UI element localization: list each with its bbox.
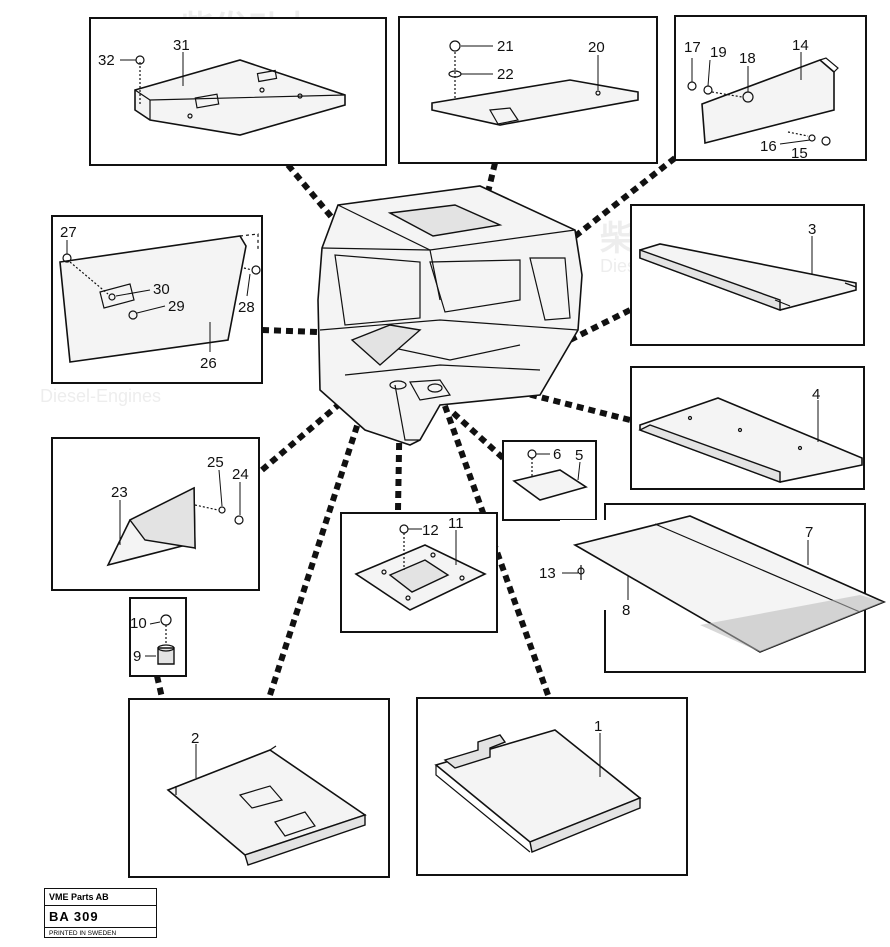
title-block: VME Parts AB BA 309 PRINTED IN SWEDEN: [44, 888, 157, 938]
box-floor-plate-31: 32 31: [89, 17, 387, 166]
connector-4: [519, 389, 631, 423]
callout-29: 29: [168, 298, 185, 315]
callout-13: 13: [539, 565, 556, 582]
callout-4: 4: [812, 386, 820, 403]
callout-24: 24: [232, 466, 249, 483]
box-floor-panel-1: 1: [416, 697, 688, 876]
cab-body: [317, 185, 583, 446]
callout-18: 18: [739, 50, 756, 67]
callout-10: 10: [130, 615, 147, 632]
callout-20: 20: [588, 39, 605, 56]
callout-3: 3: [808, 221, 816, 238]
callout-6: 6: [553, 446, 561, 463]
box-panel-4: 4: [630, 366, 865, 490]
callout-23: 23: [111, 484, 128, 501]
printed-note: PRINTED IN SWEDEN: [49, 930, 117, 937]
callout-14: 14: [792, 37, 809, 54]
callout-28: 28: [238, 299, 255, 316]
box-cover-plate-20: 21 22 20: [398, 16, 658, 164]
document-number: BA 309: [45, 906, 156, 928]
box-side-panel-26: 27 30 29 28 26: [51, 215, 263, 384]
callout-17: 17: [684, 39, 701, 56]
callout-21: 21: [497, 38, 514, 55]
connector-23: [260, 392, 352, 473]
callout-22: 22: [497, 66, 514, 83]
callout-16: 16: [760, 138, 777, 155]
callout-7: 7: [805, 524, 813, 541]
callout-8: 8: [622, 602, 630, 619]
box-fastener-9: 10 9: [129, 597, 187, 677]
connector-9: [154, 675, 169, 716]
box-side-panel-14: 17 19 18 14 16 15: [674, 15, 867, 162]
callout-1: 1: [594, 718, 602, 735]
company-name: VME Parts AB: [45, 889, 156, 906]
callout-2: 2: [191, 730, 199, 747]
callout-15: 15: [791, 145, 808, 162]
callout-12: 12: [422, 522, 439, 539]
callout-32: 32: [98, 52, 115, 69]
callout-25: 25: [207, 454, 224, 471]
connector-31: [285, 163, 408, 307]
connector-3: [528, 307, 632, 363]
callout-5: 5: [575, 447, 583, 464]
box-mat-7: 13 8 7: [539, 503, 887, 673]
connector-2: [267, 391, 371, 696]
watermark-sub: Diesel-Engines: [40, 386, 161, 406]
box-bracket-23: 25 24 23: [51, 437, 260, 591]
callout-19: 19: [710, 44, 727, 61]
callout-30: 30: [153, 281, 170, 298]
callout-31: 31: [173, 37, 190, 54]
callout-27: 27: [60, 224, 77, 241]
callout-26: 26: [200, 355, 217, 372]
box-plate-5: 6 5: [502, 440, 597, 521]
box-frame-11: 12 11: [340, 512, 498, 633]
box-floor-panel-2: 2: [128, 698, 390, 878]
box-panel-3: 3: [630, 204, 865, 346]
callout-11: 11: [448, 515, 464, 532]
callout-9: 9: [133, 648, 141, 665]
